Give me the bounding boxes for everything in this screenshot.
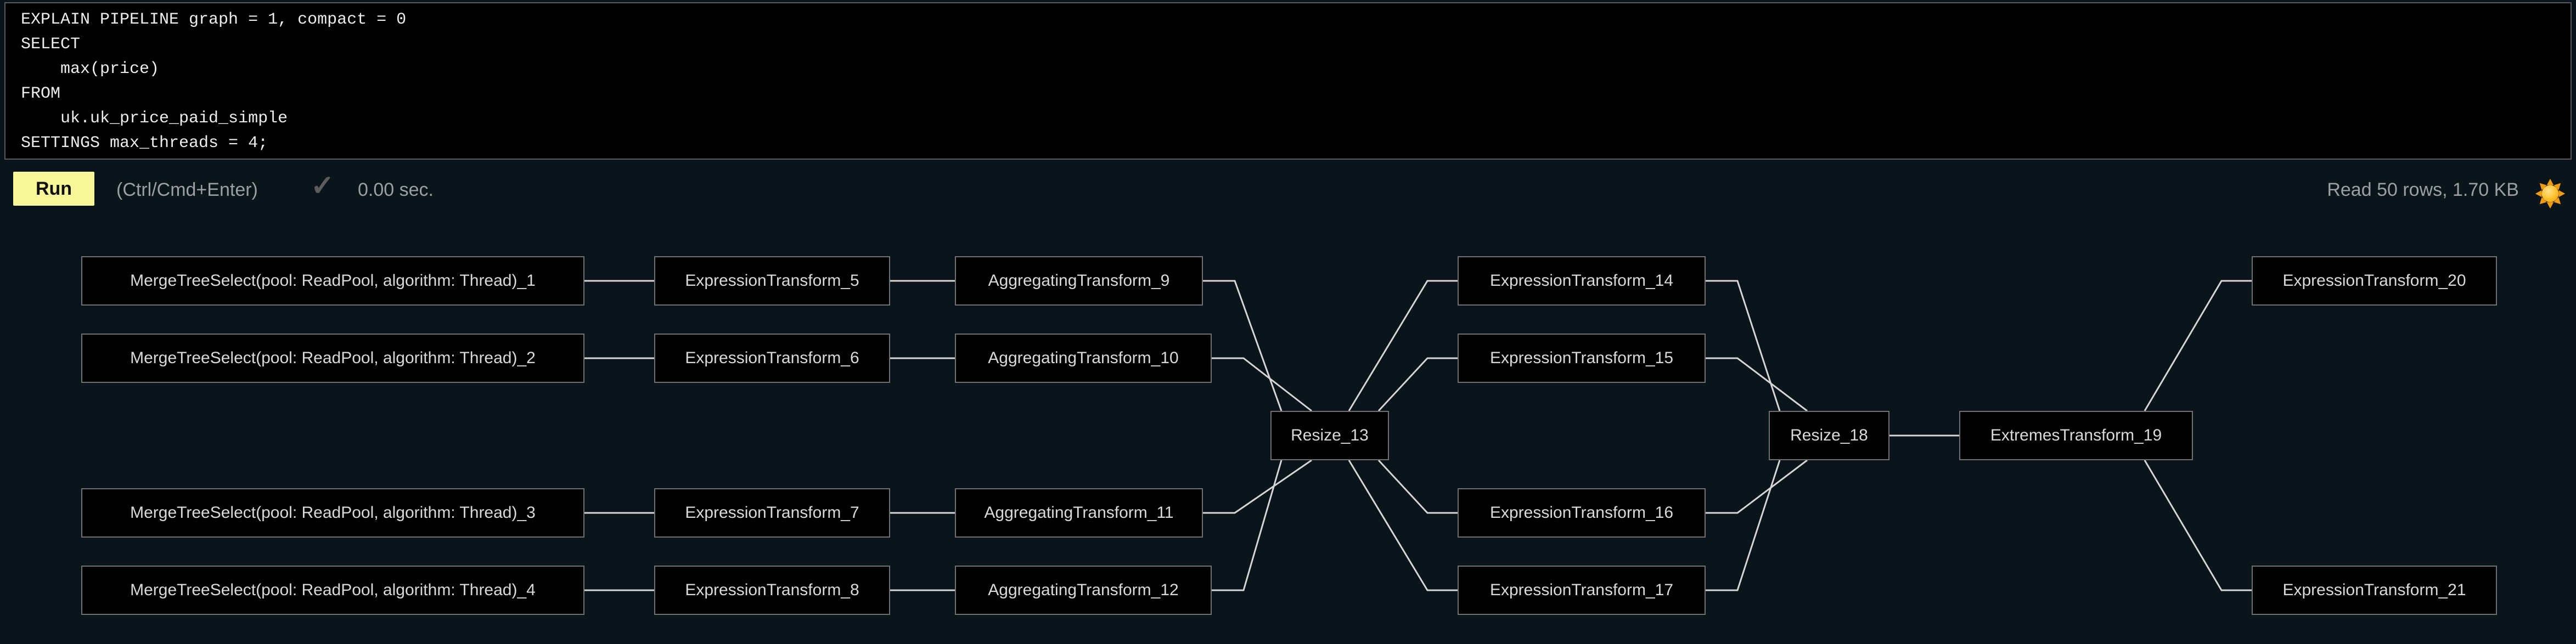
pipeline-node-r18: Resize_18: [1769, 411, 1889, 460]
sun-icon[interactable]: [2534, 178, 2566, 210]
pipeline-edge-r13-et15: [1377, 357, 1458, 412]
read-stats: Read 50 rows, 1.70 KB: [2327, 179, 2519, 200]
pipeline-edge-r13-et16: [1377, 459, 1458, 514]
pipeline-edge-ext19-et21: [2144, 460, 2252, 591]
pipeline-node-mts1: MergeTreeSelect(pool: ReadPool, algorith…: [81, 256, 584, 306]
shortcut-hint: (Ctrl/Cmd+Enter): [116, 179, 258, 200]
sql-editor[interactable]: EXPLAIN PIPELINE graph = 1, compact = 0 …: [4, 2, 2572, 160]
run-button[interactable]: Run: [13, 172, 94, 206]
sun-rays: [2535, 178, 2566, 209]
pipeline-node-et20: ExpressionTransform_20: [2252, 256, 2497, 306]
pipeline-node-r13: Resize_13: [1270, 411, 1389, 460]
pipeline-node-mts4: MergeTreeSelect(pool: ReadPool, algorith…: [81, 566, 584, 615]
pipeline-edge-r13-et14: [1348, 280, 1458, 411]
pipeline-edge-at11-r13: [1203, 459, 1312, 514]
pipeline-node-et7: ExpressionTransform_7: [654, 488, 890, 538]
pipeline-node-at12: AggregatingTransform_12: [955, 566, 1212, 615]
pipeline-edge-et17-r18: [1706, 460, 1781, 591]
pipeline-node-et14: ExpressionTransform_14: [1458, 256, 1706, 306]
sun-core: [2541, 185, 2559, 202]
pipeline-edge-et16-r18: [1706, 459, 1808, 514]
pipeline-node-et21: ExpressionTransform_21: [2252, 566, 2497, 615]
pipeline-node-mts3: MergeTreeSelect(pool: ReadPool, algorith…: [81, 488, 584, 538]
pipeline-node-et5: ExpressionTransform_5: [654, 256, 890, 306]
pipeline-edge-at9-r13: [1203, 280, 1283, 411]
checkmark-icon: ✓: [311, 170, 335, 202]
elapsed-time: 0.00 sec.: [358, 179, 434, 200]
pipeline-edge-at12-r13: [1212, 460, 1283, 591]
pipeline-node-et16: ExpressionTransform_16: [1458, 488, 1706, 538]
pipeline-edge-at10-r13: [1212, 357, 1312, 412]
pipeline-node-at10: AggregatingTransform_10: [955, 334, 1212, 383]
toolbar: Run (Ctrl/Cmd+Enter) ✓ 0.00 sec. Read 50…: [0, 160, 2576, 231]
pipeline-node-et17: ExpressionTransform_17: [1458, 566, 1706, 615]
pipeline-node-at9: AggregatingTransform_9: [955, 256, 1203, 306]
pipeline-node-et6: ExpressionTransform_6: [654, 334, 890, 383]
pipeline-edge-ext19-et20: [2144, 280, 2252, 411]
pipeline-edge-et14-r18: [1706, 280, 1781, 411]
pipeline-node-et15: ExpressionTransform_15: [1458, 334, 1706, 383]
pipeline-edge-r13-et17: [1348, 460, 1458, 591]
pipeline-edge-et15-r18: [1706, 357, 1808, 412]
pipeline-node-ext19: ExtremesTransform_19: [1959, 411, 2193, 460]
pipeline-node-mts2: MergeTreeSelect(pool: ReadPool, algorith…: [81, 334, 584, 383]
pipeline-node-at11: AggregatingTransform_11: [955, 488, 1203, 538]
pipeline-node-et8: ExpressionTransform_8: [654, 566, 890, 615]
